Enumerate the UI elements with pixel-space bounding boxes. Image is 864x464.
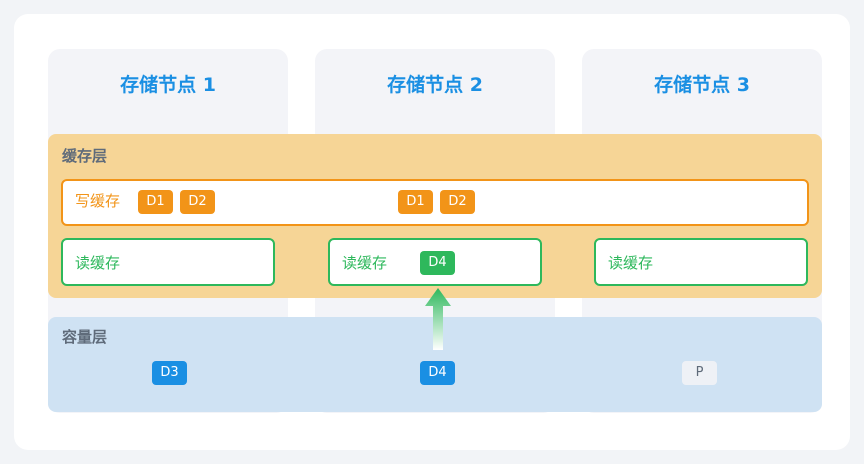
write-cache-block-d1-node1: D1 <box>138 190 173 214</box>
cache-layer-label: 缓存层 <box>62 147 108 165</box>
capacity-block-d3: D3 <box>152 361 187 385</box>
write-cache-label: 写缓存 <box>75 192 121 210</box>
storage-node-2-title: 存储节点 2 <box>387 74 483 96</box>
promote-arrow-icon <box>425 288 451 350</box>
read-cache-label-node1: 读缓存 <box>75 254 121 272</box>
write-cache-block-d1-node2: D1 <box>398 190 433 214</box>
read-cache-box-node1 <box>61 238 275 286</box>
write-cache-block-d2-node2: D2 <box>440 190 475 214</box>
read-cache-block-d4: D4 <box>420 251 455 275</box>
storage-node-3-title: 存储节点 3 <box>654 74 750 96</box>
capacity-block-parity: P <box>682 361 717 385</box>
capacity-block-d4: D4 <box>420 361 455 385</box>
write-cache-box <box>61 179 809 226</box>
read-cache-box-node3 <box>594 238 808 286</box>
storage-node-1-title: 存储节点 1 <box>120 74 216 96</box>
read-cache-label-node3: 读缓存 <box>608 254 654 272</box>
capacity-layer-label: 容量层 <box>62 328 108 346</box>
write-cache-block-d2-node1: D2 <box>180 190 215 214</box>
read-cache-label-node2: 读缓存 <box>342 254 388 272</box>
